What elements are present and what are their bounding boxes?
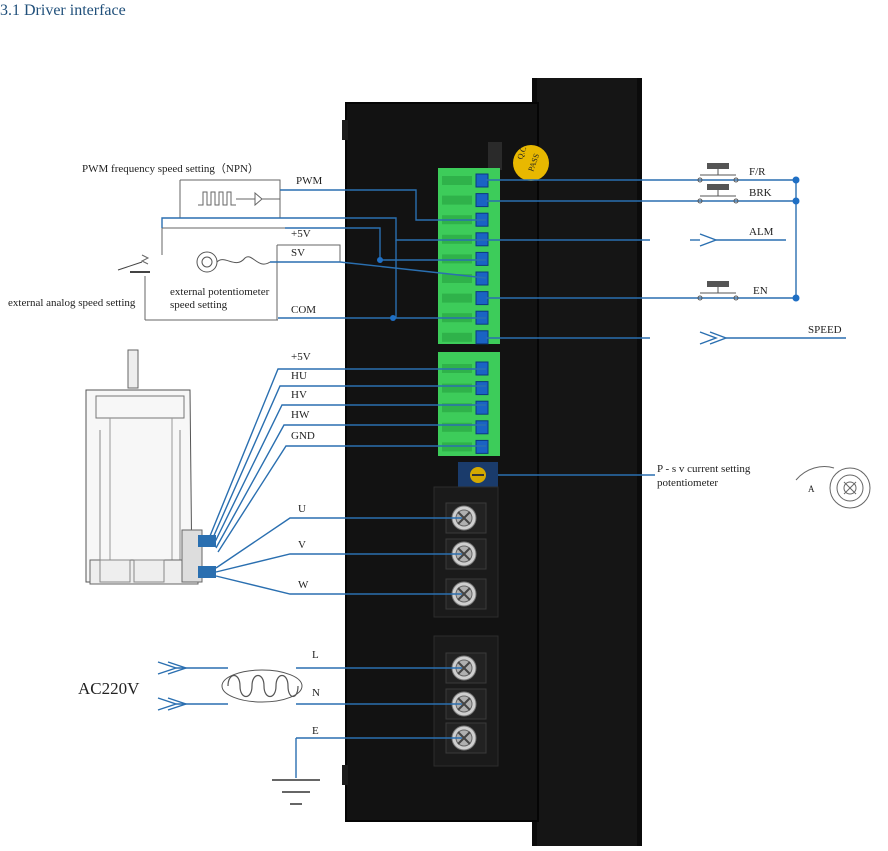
motor-phase-label: W — [298, 579, 309, 591]
ext-analog-label: external analog speed setting — [8, 297, 136, 309]
ext-pot-line2: speed setting — [170, 299, 228, 311]
control-terminal-pin — [442, 193, 489, 208]
power-labels: L N E — [312, 649, 320, 737]
alm-output-arrow — [690, 233, 786, 247]
motor-illustration — [85, 349, 216, 585]
sv-label: SV — [291, 247, 305, 259]
current-setting-pot[interactable] — [458, 462, 498, 488]
com-label: COM — [291, 304, 316, 316]
hall-labels: +5V HU HV HW GND — [291, 351, 315, 442]
hall-label: HV — [291, 389, 307, 401]
fr-switch[interactable] — [697, 163, 739, 183]
ac-power-section: AC220V — [78, 661, 462, 805]
power-screw-terminal-block — [433, 635, 499, 767]
control-terminal-pin — [442, 271, 489, 286]
en-switch[interactable] — [697, 281, 739, 301]
control-wires — [161, 189, 487, 321]
pwm-label: PWM — [296, 175, 323, 187]
fr-label: F/R — [749, 166, 766, 178]
qc-text: Q.C — [515, 145, 528, 160]
en-label: EN — [753, 285, 768, 297]
control-terminal-pin — [442, 251, 489, 266]
hall-terminal-block — [438, 352, 500, 456]
pot-annotation: P - s v current setting potentiometer A — [498, 463, 871, 509]
ext-pot-section: external potentiometer speed setting +5V… — [170, 228, 341, 320]
motor-screw-terminal-block — [433, 486, 499, 618]
screw-terminal — [445, 578, 487, 610]
control-terminal-block — [438, 142, 502, 345]
ext-pot-line1: external potentiometer — [170, 286, 270, 298]
page-heading: 3.1 Driver interface — [0, 2, 126, 19]
pot-icon-letter: A — [808, 484, 815, 494]
alm-label: ALM — [749, 226, 774, 238]
motor-wires — [209, 368, 486, 595]
pot-label-line1: P - s v current setting — [657, 463, 751, 475]
hall-terminal-pin — [442, 420, 489, 435]
right-side-io: F/R BRK ALM EN SPEED — [486, 163, 846, 345]
hall-label: HW — [291, 409, 310, 421]
motor-phase-labels: U V W — [298, 503, 309, 591]
hall-terminal-pin — [442, 381, 489, 396]
power-label: L — [312, 649, 319, 661]
analog-section: external analog speed setting — [8, 227, 285, 321]
power-label: N — [312, 687, 320, 699]
hall-label: GND — [291, 430, 315, 442]
screw-terminal — [445, 652, 487, 684]
pot-label-line2: potentiometer — [657, 477, 718, 489]
motor-phase-label: U — [298, 503, 306, 515]
hall-label: +5V — [291, 351, 311, 363]
motor-phase-label: V — [298, 539, 306, 551]
hall-terminal-pin — [442, 439, 489, 454]
speed-label: SPEED — [808, 324, 842, 336]
qc-pass-sticker: Q.C PASS — [513, 145, 549, 181]
power-label: E — [312, 725, 319, 737]
plus5v-label: +5V — [291, 228, 311, 240]
hall-label: HU — [291, 370, 307, 382]
brk-label: BRK — [749, 187, 772, 199]
pot-dial-icon: A — [795, 466, 871, 509]
brk-switch[interactable] — [697, 184, 739, 204]
speed-output-arrow — [699, 331, 846, 345]
ac220v-label: AC220V — [78, 679, 140, 698]
pwm-title: PWM frequency speed setting（NPN） — [82, 162, 259, 175]
screw-terminal — [445, 722, 487, 754]
screw-terminal — [445, 538, 487, 570]
